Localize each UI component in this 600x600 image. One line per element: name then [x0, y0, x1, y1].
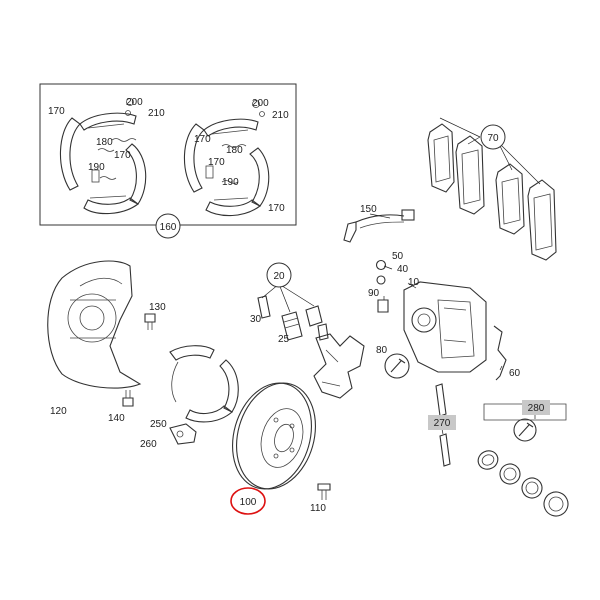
label-90: 90	[368, 288, 380, 299]
label-110: 110	[310, 503, 326, 514]
callout-100-highlighted: 100	[230, 487, 266, 515]
callout-70: 70	[480, 124, 506, 150]
svg-text:280: 280	[528, 403, 545, 414]
parking-brake-shoe	[169, 345, 239, 423]
callout-280: 280	[522, 400, 550, 415]
brake-pads	[427, 123, 557, 261]
label-170e: 170	[268, 203, 285, 214]
caliper-carrier	[313, 333, 365, 399]
svg-text:70: 70	[487, 133, 499, 144]
label-170d: 170	[208, 157, 225, 168]
wear-sensor	[343, 209, 415, 243]
seal-rings	[477, 403, 569, 517]
label-200b: 200	[252, 98, 269, 109]
slide-spring	[493, 325, 507, 381]
tool-symbol-icon	[384, 353, 410, 379]
label-140: 140	[108, 413, 125, 424]
label-210a: 210	[148, 108, 165, 119]
label-40: 40	[397, 264, 409, 275]
callout-20: 20	[266, 262, 292, 288]
svg-text:100: 100	[240, 497, 257, 508]
label-150: 150	[360, 204, 377, 215]
disc-screw	[317, 483, 331, 500]
label-10: 10	[408, 277, 420, 288]
label-170c: 170	[194, 134, 211, 145]
label-120: 120	[50, 406, 67, 417]
bolt-130	[144, 313, 156, 330]
brake-caliper	[375, 259, 487, 373]
tool-symbol-icon-2	[513, 418, 537, 442]
label-50: 50	[392, 251, 404, 262]
label-210b: 210	[272, 110, 289, 121]
label-190a: 190	[88, 162, 105, 173]
label-60: 60	[509, 368, 521, 379]
label-200a: 200	[126, 97, 143, 108]
guide-pin-kit	[257, 295, 329, 341]
svg-text:20: 20	[273, 271, 285, 282]
brake-disc	[232, 382, 316, 490]
svg-text:270: 270	[434, 418, 451, 429]
label-250: 250	[150, 419, 167, 430]
label-190b: 190	[222, 177, 239, 188]
svg-text:160: 160	[160, 222, 177, 233]
label-130: 130	[149, 302, 166, 313]
adjuster	[169, 423, 197, 445]
part-labels: 170 200 210 180 170 190 170 200 210 180 …	[48, 97, 521, 514]
label-260: 260	[140, 439, 157, 450]
callout-270: 270	[428, 415, 456, 430]
bolt-140	[122, 390, 134, 407]
label-180b: 180	[226, 145, 243, 156]
label-25: 25	[278, 334, 290, 345]
callout-160: 160	[155, 213, 181, 239]
label-170b: 170	[114, 150, 131, 161]
guide-bolts	[435, 383, 451, 467]
label-170a: 170	[48, 106, 65, 117]
label-80: 80	[376, 345, 388, 356]
left-parking-shoe-set	[59, 98, 147, 215]
backing-plate	[47, 260, 142, 389]
label-30: 30	[250, 314, 262, 325]
label-180a: 180	[96, 137, 113, 148]
right-parking-shoe-set	[183, 100, 270, 217]
